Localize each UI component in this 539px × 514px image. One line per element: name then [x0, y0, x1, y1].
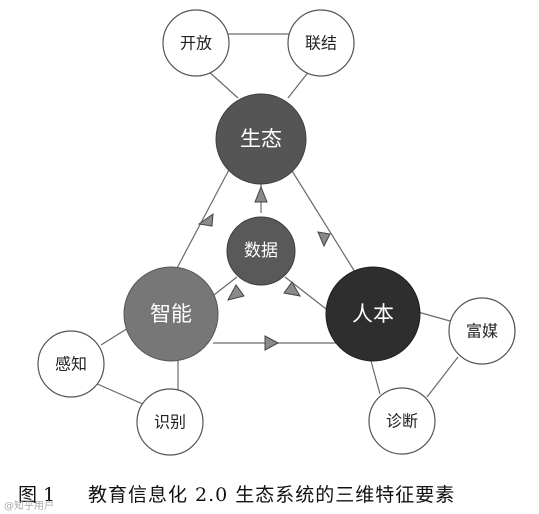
node-kaifang-circle: [162, 9, 230, 77]
node-zhenduan-label: 诊断: [386, 412, 418, 431]
node-kaifang-label: 开放: [180, 34, 212, 53]
line-kaifang-shengtai: [206, 69, 239, 99]
node-ganzhi-label: 感知: [55, 355, 87, 374]
line-ganzhi-zhineng: [100, 327, 129, 346]
node-zhenduan-circle: [368, 387, 436, 455]
figure-caption: 图 1 教育信息化 2.0 生态系统的三维特征要素: [0, 478, 539, 508]
node-zhineng-circle: [123, 266, 219, 362]
line-shengtai-renben: [288, 165, 356, 273]
node-shuju-circle: [226, 216, 296, 286]
arrowheads: [197, 185, 331, 351]
line-fumei-zhenduan: [426, 356, 459, 398]
node-shibie-label: 识别: [154, 413, 186, 432]
figure-title: 教育信息化 2.0 生态系统的三维特征要素: [88, 484, 456, 506]
line-lianjie-shengtai: [287, 69, 311, 99]
figure-number: 图 1: [18, 484, 56, 506]
node-shuju-label: 数据: [244, 241, 278, 261]
node-renben-label: 人本: [352, 302, 394, 326]
small-nodes: [37, 9, 516, 456]
node-shengtai-label: 生态: [240, 127, 282, 151]
node-fumei-circle: [448, 297, 516, 365]
arrow-bottom-edge: [264, 335, 280, 351]
node-lianjie-label: 联结: [305, 34, 337, 53]
node-lianjie-circle: [287, 9, 355, 77]
node-shengtai-circle: [215, 93, 307, 185]
line-renben-fumei: [417, 311, 451, 322]
line-zhenduan-renben: [370, 360, 381, 395]
node-renben-circle: [325, 266, 421, 362]
node-ganzhi-circle: [37, 330, 105, 398]
node-fumei-label: 富媒: [466, 322, 498, 341]
arrow-to-renben: [283, 281, 301, 297]
arrow-to-zhineng: [227, 284, 245, 301]
arrow-left-edge: [197, 212, 214, 227]
line-ganzhi-shibie: [94, 382, 146, 406]
arrow-right-edge: [317, 231, 331, 248]
node-zhineng-label: 智能: [150, 302, 192, 326]
line-shengtai-zhineng: [175, 165, 232, 271]
watermark: @知乎用户: [4, 501, 54, 512]
line-shuju-zhineng: [209, 276, 238, 299]
node-shibie-circle: [136, 388, 204, 456]
arrow-up-to-shengtai: [254, 185, 268, 203]
